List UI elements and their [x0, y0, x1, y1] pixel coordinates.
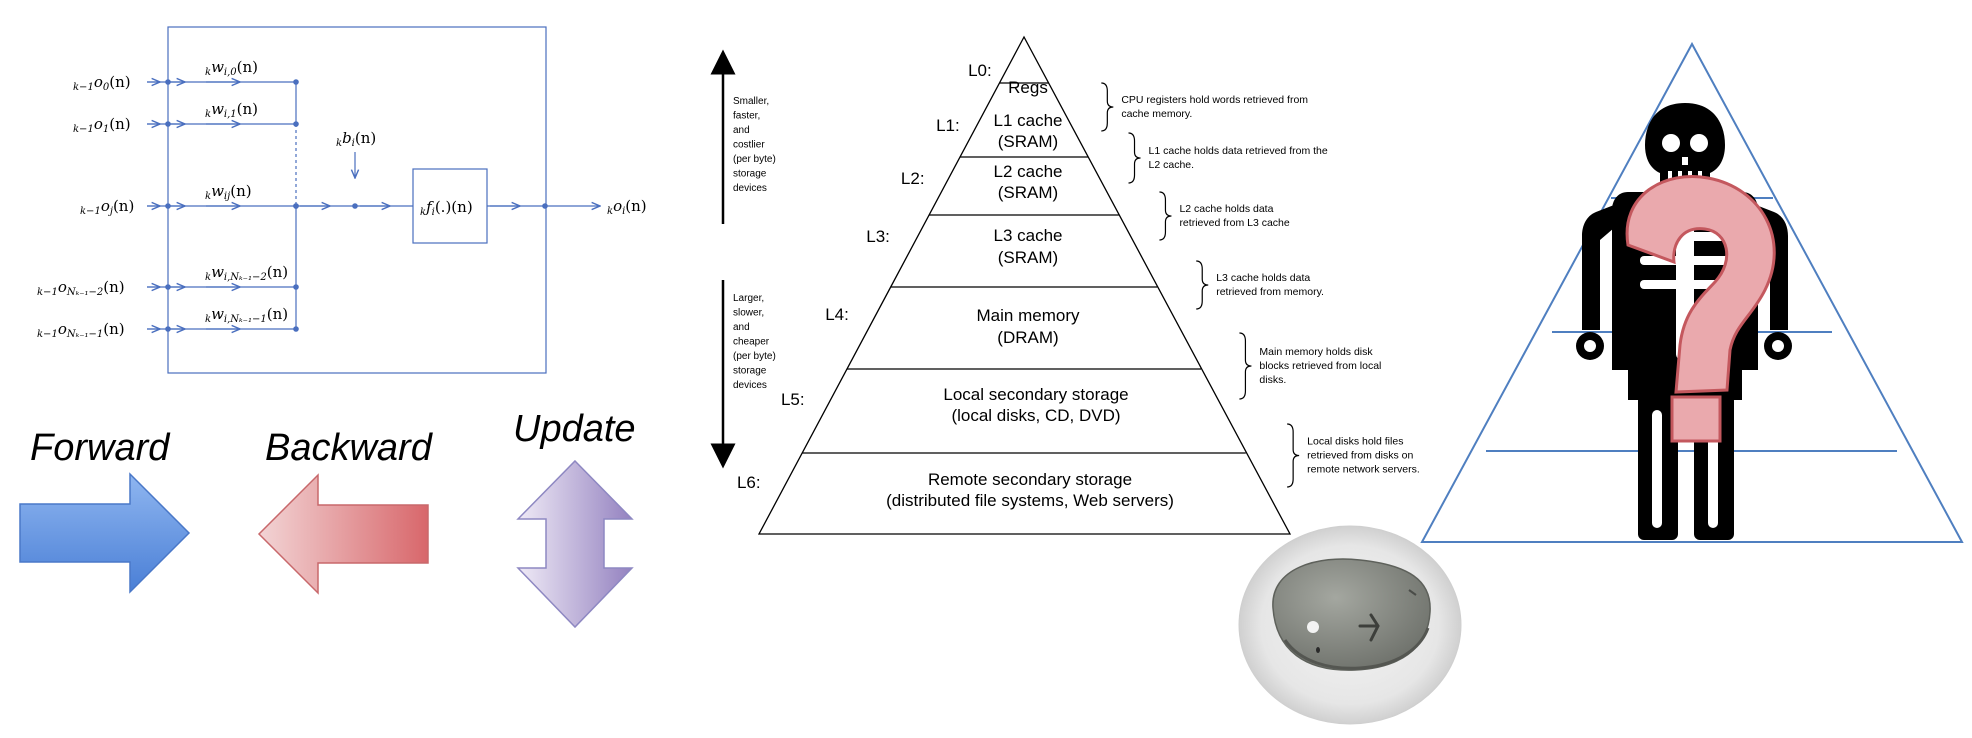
input-label: k−1oNₖ₋₁−1(n): [37, 320, 125, 340]
input-junction: [165, 326, 171, 332]
level-name: Regs: [1008, 78, 1048, 97]
bias-junction: [352, 203, 358, 209]
input-junction: [165, 79, 171, 85]
level-id: L5:: [781, 390, 805, 409]
bus-junction: [293, 326, 299, 332]
backward-arrow-icon: [257, 473, 429, 595]
brace: [1128, 132, 1141, 184]
input-label: k−1o1(n): [73, 115, 131, 135]
neuron-labels: k−1o0(n) kwi,0(n) k−1o1(n) kwi,1(n) k−1oj(n)…: [37, 58, 647, 340]
patch-hole-icon: [1307, 621, 1319, 633]
level-id: L0:: [968, 61, 992, 80]
bus-junction: [293, 121, 299, 127]
input-junction: [165, 121, 171, 127]
level-name: L1 cache(SRAM): [994, 111, 1063, 151]
level-id: L1:: [936, 116, 960, 135]
level-name: Local secondary storage(local disks, CD,…: [943, 385, 1128, 425]
level-name: Main memory(DRAM): [977, 306, 1080, 347]
weight-label: kwij(n): [205, 182, 252, 202]
skeleton-triangle: [1420, 41, 1964, 543]
brace: [1287, 423, 1300, 488]
update-arrow-icon: [516, 459, 634, 629]
neuron-junctions: [165, 79, 548, 332]
weight-label: kwi,Nₖ₋₁−1(n): [205, 305, 288, 325]
brace: [1101, 82, 1114, 132]
brace: [1159, 191, 1172, 241]
input-junction: [165, 203, 171, 209]
level-id: L6:: [737, 473, 761, 492]
update-label: Update: [513, 408, 636, 450]
neuron-diagram: [147, 26, 600, 374]
sensor-patch-image: [1238, 525, 1462, 725]
level-name: L3 cache(SRAM): [994, 226, 1063, 267]
level-id: L2:: [901, 169, 925, 188]
bus-junction: [293, 79, 299, 85]
bias-label: kbi(n): [336, 129, 376, 149]
output-junction: [542, 203, 548, 209]
weight-label: kwi,0(n): [205, 58, 258, 78]
input-junction: [165, 284, 171, 290]
brace: [1196, 260, 1209, 310]
level-id: L4:: [825, 305, 849, 324]
bus-junction: [293, 284, 299, 290]
brace: [1239, 332, 1252, 400]
input-label: k−1o0(n): [73, 73, 131, 93]
weight-label: kwi,1(n): [205, 100, 258, 120]
memory-pyramid: [757, 35, 1292, 535]
input-label: k−1oj(n): [80, 197, 134, 217]
neuron-frame: [167, 26, 547, 374]
forward-arrow-icon: [19, 472, 191, 594]
skeleton-pyramid: [1420, 41, 1964, 543]
activation-label: kfi(.)(n): [420, 198, 473, 218]
question-mark-icon: [1625, 175, 1776, 443]
neuron-input-rows: [147, 82, 520, 329]
weight-label: kwi,Nₖ₋₁−2(n): [205, 263, 288, 283]
output-label: koi(n): [607, 197, 647, 217]
forward-label: Forward: [30, 427, 171, 469]
level-name: Remote secondary storage(distributed fil…: [886, 470, 1174, 510]
backward-label: Backward: [265, 427, 434, 469]
input-label: k−1oNₖ₋₁−2(n): [37, 278, 125, 298]
airplane-icon: [1358, 613, 1380, 642]
level-name: L2 cache(SRAM): [994, 162, 1063, 202]
level-id: L3:: [866, 227, 890, 246]
